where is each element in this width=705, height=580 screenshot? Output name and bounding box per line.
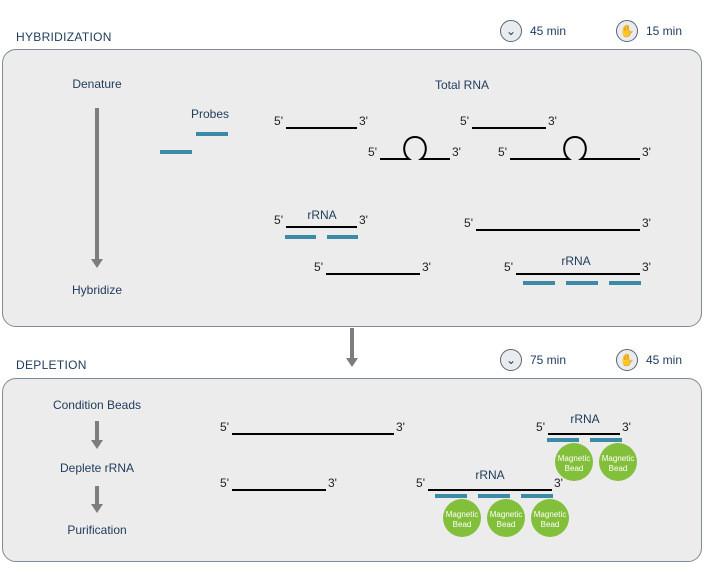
depletion-step-arrow-1-head <box>91 440 103 449</box>
rrna-strand-1-5prime-label: 5' <box>274 213 283 227</box>
depleted-rna-strand-1-3prime-label: 3' <box>396 420 405 434</box>
magnetic-bead-1-label-line1: Magnetic <box>558 454 590 463</box>
rna-strand-loop-1 <box>380 135 450 160</box>
panel-transition-arrow-head <box>346 358 358 367</box>
step-condition-beads: Condition Beads <box>52 398 142 412</box>
rrna-label-2: rRNA <box>561 254 590 268</box>
rrna-label-4: rRNA <box>475 468 504 482</box>
hybridization-auto-time: ⌄ 45 min <box>500 20 566 42</box>
rna-strand-loop-2 <box>510 135 640 160</box>
hybridization-step-arrow-head <box>91 259 103 268</box>
magnetic-bead-3 <box>443 499 481 537</box>
chevron-down-clock-icon: ⌄ <box>500 349 522 371</box>
rrna-strand-2-5prime-label: 5' <box>504 260 513 274</box>
hybridization-panel <box>2 49 702 327</box>
hybridization-hands-on-time: ✋ 15 min <box>616 20 682 42</box>
depletion-auto-time: ⌄ 75 min <box>500 349 566 371</box>
rrna-strand-2-3prime-label: 3' <box>642 260 651 274</box>
probes-label: Probes <box>191 107 229 121</box>
rna-strand-1-5prime-label: 5' <box>274 114 283 128</box>
magnetic-bead-3-label-line2: Bead <box>453 520 472 529</box>
rrna-strand-1-3prime-label: 3' <box>359 213 368 227</box>
magnetic-bead-4-label-line2: Bead <box>497 520 516 529</box>
magnetic-bead-1-label-line2: Bead <box>565 464 584 473</box>
rna-strand-3-5prime-label: 5' <box>464 216 473 230</box>
hybridization-hands-on-time-value: 15 min <box>646 24 683 38</box>
depletion-hands-on-time-value: 45 min <box>646 353 683 367</box>
depletion-auto-time-value: 75 min <box>530 353 567 367</box>
rna-strand-2-3prime-label: 3' <box>548 114 557 128</box>
hybridization-title: HYBRIDIZATION <box>16 30 112 44</box>
rna-strand-loop-1-5prime-label: 5' <box>368 145 377 159</box>
magnetic-bead-1 <box>555 443 593 481</box>
step-denature: Denature <box>72 77 122 91</box>
captured-rrna-strand-1-5prime-label: 5' <box>536 420 545 434</box>
hybridization-auto-time-value: 45 min <box>530 24 567 38</box>
magnetic-bead-3-label-line1: Magnetic <box>446 510 478 519</box>
hand-icon: ✋ <box>616 349 638 371</box>
rna-strand-loop-2-3prime-label: 3' <box>642 145 651 159</box>
depletion-hands-on-time: ✋ 45 min <box>616 349 682 371</box>
magnetic-bead-2-label-line1: Magnetic <box>602 454 634 463</box>
step-hybridize: Hybridize <box>71 283 123 297</box>
captured-rrna-strand-1-3prime-label: 3' <box>622 420 631 434</box>
rna-strand-1-3prime-label: 3' <box>359 114 368 128</box>
magnetic-bead-4-label-line1: Magnetic <box>490 510 522 519</box>
magnetic-bead-2-label-line2: Bead <box>609 464 628 473</box>
rrna-label-3: rRNA <box>570 412 599 426</box>
magnetic-bead-5-label-line1: Magnetic <box>534 510 566 519</box>
magnetic-bead-2 <box>599 443 637 481</box>
total-rna-label: Total RNA <box>435 78 489 92</box>
depletion-title: DEPLETION <box>16 358 87 372</box>
captured-rrna-strand-2-3prime-label: 3' <box>554 476 563 490</box>
rna-strand-4-5prime-label: 5' <box>314 260 323 274</box>
chevron-down-clock-icon: ⌄ <box>500 20 522 42</box>
magnetic-bead-5 <box>531 499 569 537</box>
depleted-rna-strand-2-3prime-label: 3' <box>328 476 337 490</box>
depleted-rna-strand-1-5prime-label: 5' <box>220 420 229 434</box>
magnetic-bead-4 <box>487 499 525 537</box>
rna-strand-loop-2-5prime-label: 5' <box>498 145 507 159</box>
rna-strand-4-3prime-label: 3' <box>422 260 431 274</box>
rrna-label-1: rRNA <box>307 208 336 222</box>
step-purification: Purification <box>67 523 127 537</box>
rna-strand-3-3prime-label: 3' <box>642 216 651 230</box>
hand-icon: ✋ <box>616 20 638 42</box>
depletion-step-arrow-2-head <box>91 504 103 513</box>
step-deplete-rrna: Deplete rRNA <box>59 461 135 475</box>
rna-strand-loop-1-3prime-label: 3' <box>452 145 461 159</box>
depleted-rna-strand-2-5prime-label: 5' <box>220 476 229 490</box>
magnetic-bead-5-label-line2: Bead <box>541 520 560 529</box>
captured-rrna-strand-2-5prime-label: 5' <box>416 476 425 490</box>
rna-strand-2-5prime-label: 5' <box>460 114 469 128</box>
